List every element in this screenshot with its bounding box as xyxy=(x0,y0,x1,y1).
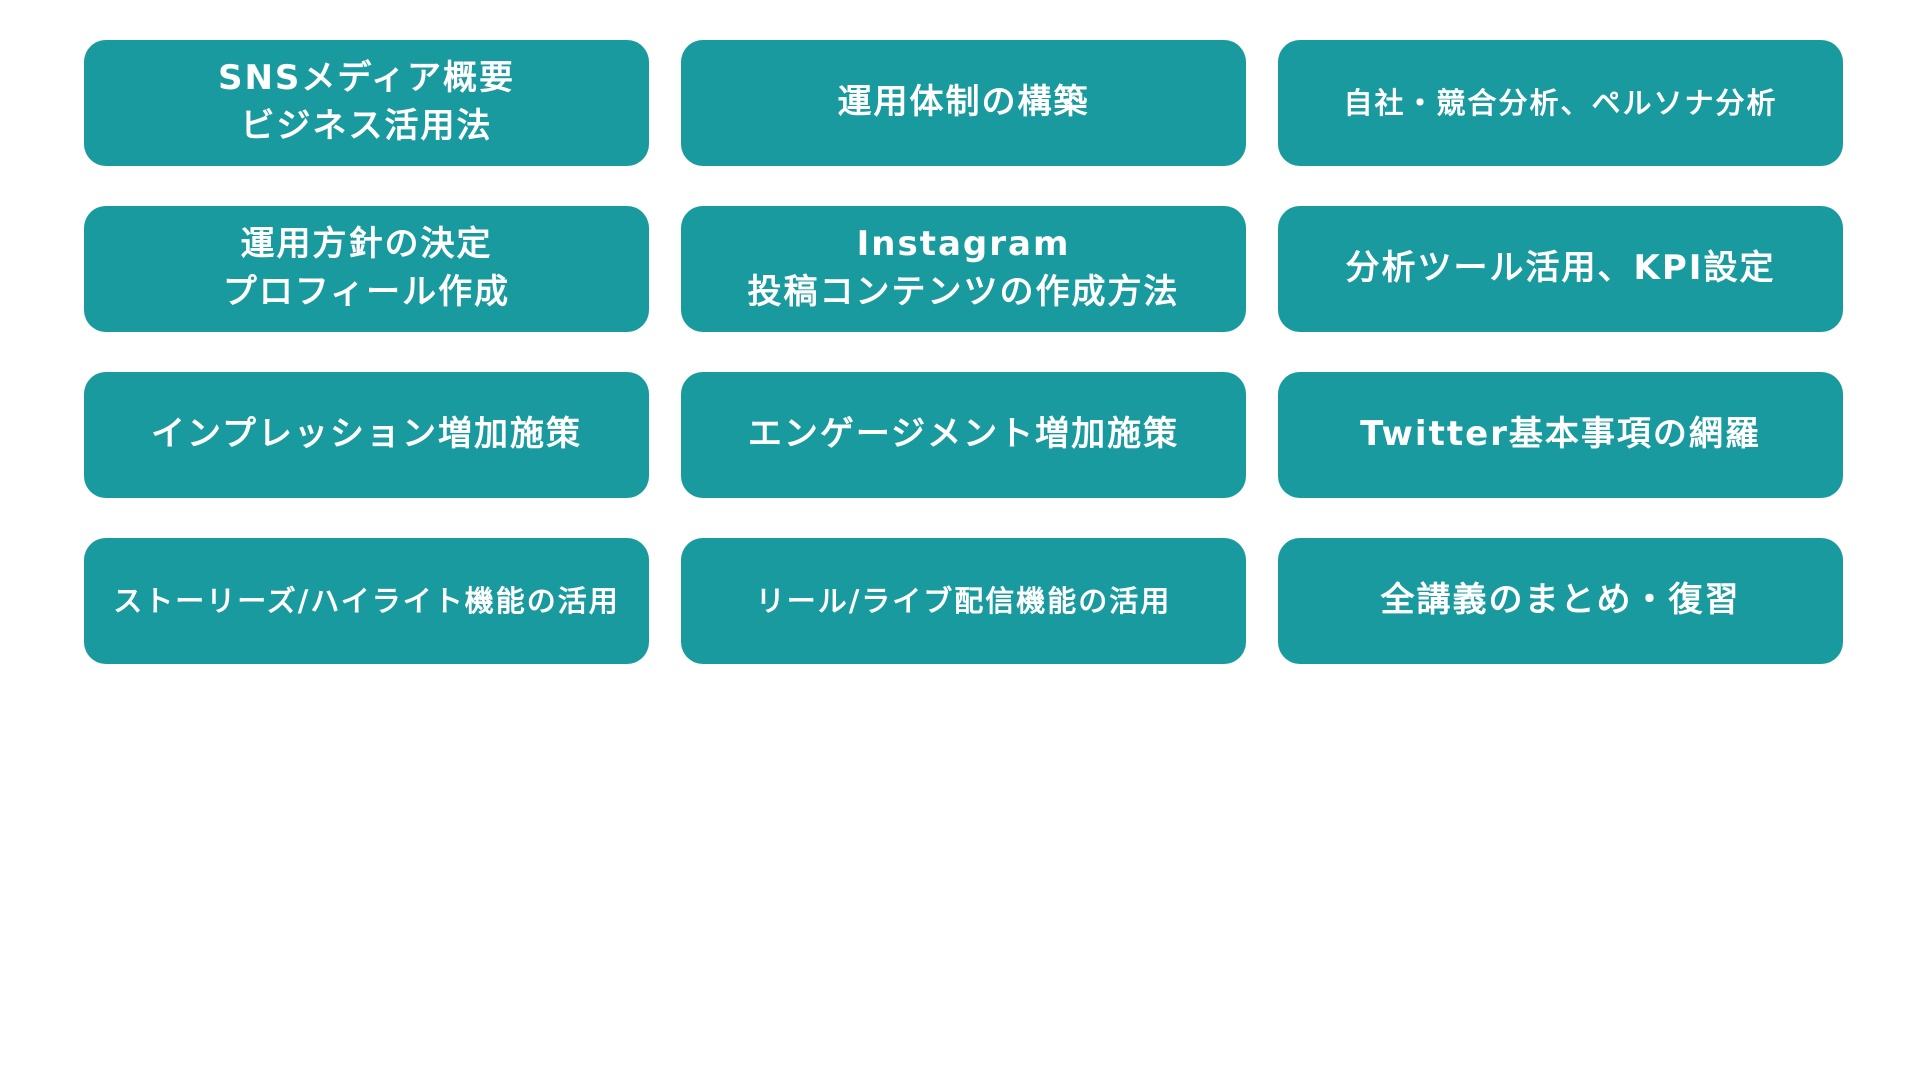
lesson-8-label-line-1: エンゲージメント増加施策 xyxy=(747,414,1180,455)
lesson-7-label-line-1: インプレッション増加施策 xyxy=(151,414,582,455)
lesson-9-card: Twitter基本事項の網羅 xyxy=(1278,372,1843,498)
lesson-6-card: 分析ツール活用、KPI設定 xyxy=(1278,206,1843,332)
lesson-2-card: 運用体制の構築 xyxy=(681,40,1246,166)
lesson-4-label-line-1: 運用方針の決定 xyxy=(240,224,493,265)
lesson-grid: SNSメディア概要ビジネス活用法 運用体制の構築 自社・競合分析、ペルソナ分析運用方… xyxy=(84,40,1843,664)
lesson-11-label-line-1: リール/ライブ配信機能の活用 xyxy=(755,583,1172,618)
lesson-11-card: リール/ライブ配信機能の活用 xyxy=(681,538,1246,664)
lesson-1-label-line-1: SNSメディア概要 xyxy=(217,58,516,99)
lesson-12-card: 全講義のまとめ・復習 xyxy=(1278,538,1843,664)
lesson-10-label-line-1: ストーリーズ/ハイライト機能の活用 xyxy=(113,583,620,618)
lesson-2-label-line-1: 運用体制の構築 xyxy=(837,82,1090,123)
lesson-5-label-line-1: Instagram xyxy=(856,224,1071,265)
lesson-10-card: ストーリーズ/ハイライト機能の活用 xyxy=(84,538,649,664)
lesson-4-label-line-2: プロフィール作成 xyxy=(222,272,511,312)
lesson-1-label-line-2: ビジネス活用法 xyxy=(240,106,493,146)
lesson-3-label-line-1: 自社・競合分析、ペルソナ分析 xyxy=(1343,85,1778,120)
lesson-6-label-line-1: 分析ツール活用、KPI設定 xyxy=(1345,248,1776,289)
lesson-4-card: 運用方針の決定プロフィール作成 xyxy=(84,206,649,332)
lesson-7-card: インプレッション増加施策 xyxy=(84,372,649,498)
lesson-3-card: 自社・競合分析、ペルソナ分析 xyxy=(1278,40,1843,166)
lesson-5-label-line-2: 投稿コンテンツの作成方法 xyxy=(747,272,1180,312)
lesson-9-label-line-1: Twitter基本事項の網羅 xyxy=(1360,414,1761,455)
lesson-8-card: エンゲージメント増加施策 xyxy=(681,372,1246,498)
lesson-5-card: Instagram 投稿コンテンツの作成方法 xyxy=(681,206,1246,332)
lesson-12-label-line-1: 全講義のまとめ・復習 xyxy=(1380,580,1741,621)
lesson-1-card: SNSメディア概要ビジネス活用法 xyxy=(84,40,649,166)
